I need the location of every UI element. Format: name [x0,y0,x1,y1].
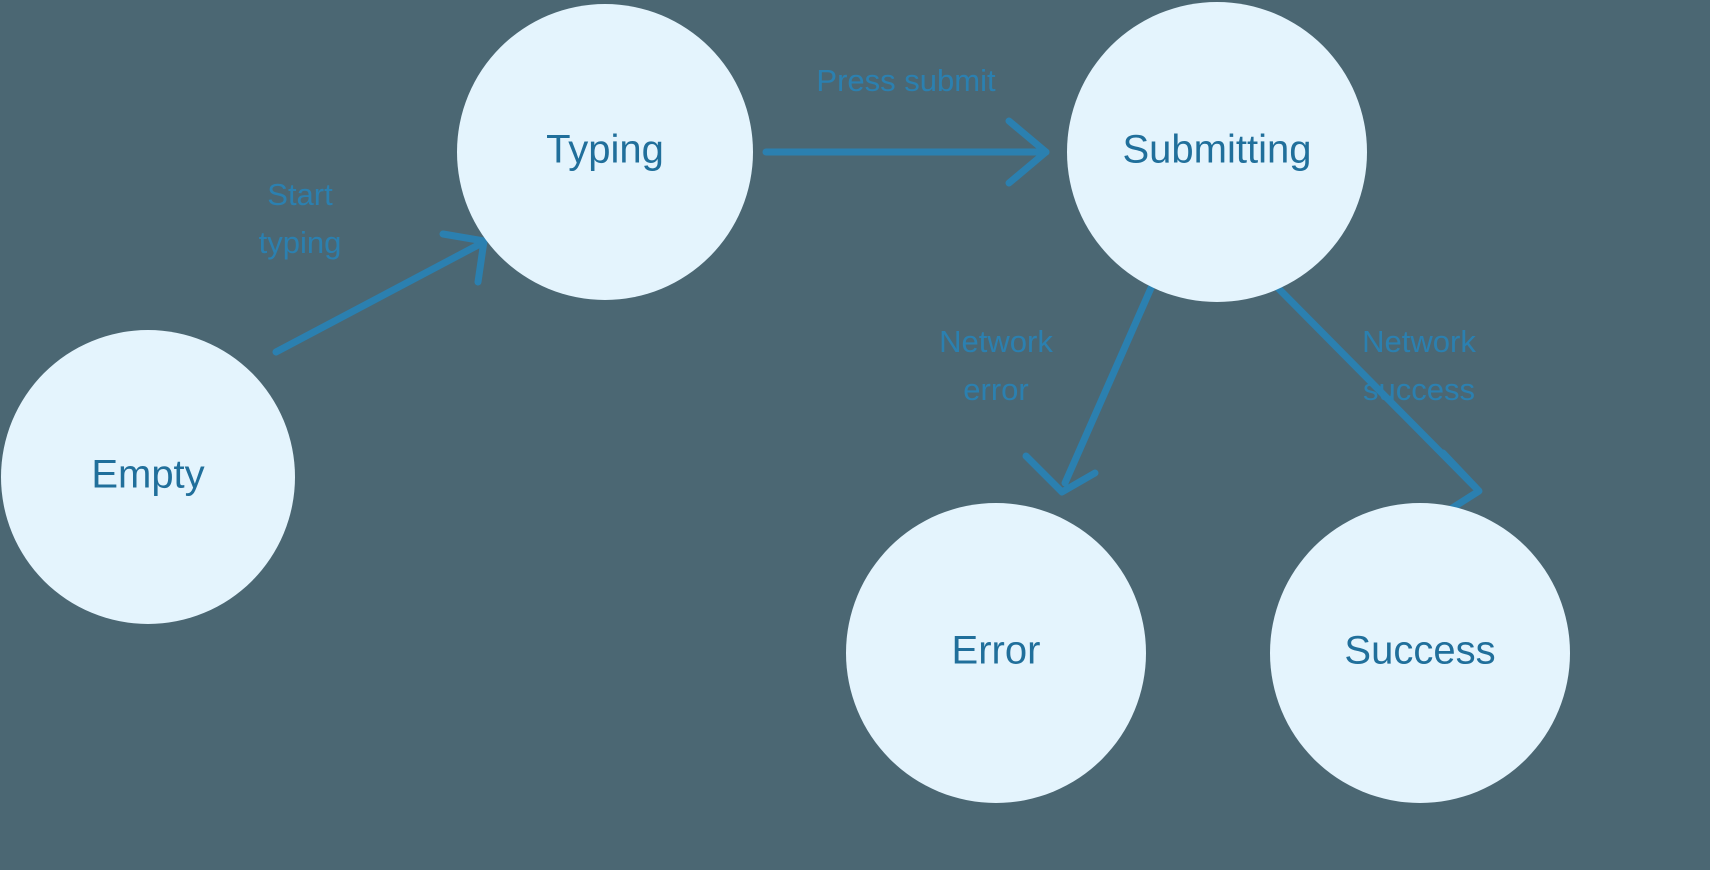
state-node-error-circle[interactable] [846,503,1146,803]
state-node-submitting[interactable]: Submitting [1067,2,1367,302]
state-node-empty-label: Empty [91,453,204,497]
edge-submitting-to-success-label-line1: Network [1362,324,1476,359]
edge-submitting-to-success: Network success [1274,284,1483,516]
state-node-submitting-label: Submitting [1123,128,1312,172]
edge-typing-to-submitting-arrowhead [1005,117,1050,187]
state-node-empty[interactable]: Empty [1,330,295,624]
state-node-typing[interactable]: Typing [457,4,753,300]
state-node-submitting-circle[interactable] [1067,2,1367,302]
edge-submitting-to-success-label-line2: success [1363,372,1475,407]
state-node-error-label: Error [952,629,1041,673]
edge-submitting-to-error-line [1061,284,1155,487]
edge-empty-to-typing-line [272,239,486,356]
state-node-success-circle[interactable] [1270,503,1570,803]
edge-empty-to-typing-label-line2: typing [259,225,342,260]
state-node-error[interactable]: Error [846,503,1146,803]
edge-empty-to-typing: Start typing [259,177,488,356]
edge-submitting-to-error-arrowhead [1022,452,1099,496]
edge-typing-to-submitting-label-line1: Press submit [816,63,996,98]
edge-typing-to-submitting: Press submit [762,63,1050,187]
state-node-typing-label: Typing [546,128,664,172]
edge-submitting-to-error: Network error [939,284,1155,496]
edge-empty-to-typing-arrowhead [439,230,488,286]
edge-submitting-to-success-arrowhead [1439,449,1483,516]
edge-empty-to-typing-label-line1: Start [267,177,333,212]
edge-submitting-to-error-label-line2: error [963,372,1028,407]
state-node-success[interactable]: Success [1270,503,1570,803]
state-node-empty-circle[interactable] [1,330,295,624]
edge-submitting-to-error-label-line1: Network [939,324,1053,359]
state-node-typing-circle[interactable] [457,4,753,300]
state-node-success-label: Success [1344,629,1495,673]
